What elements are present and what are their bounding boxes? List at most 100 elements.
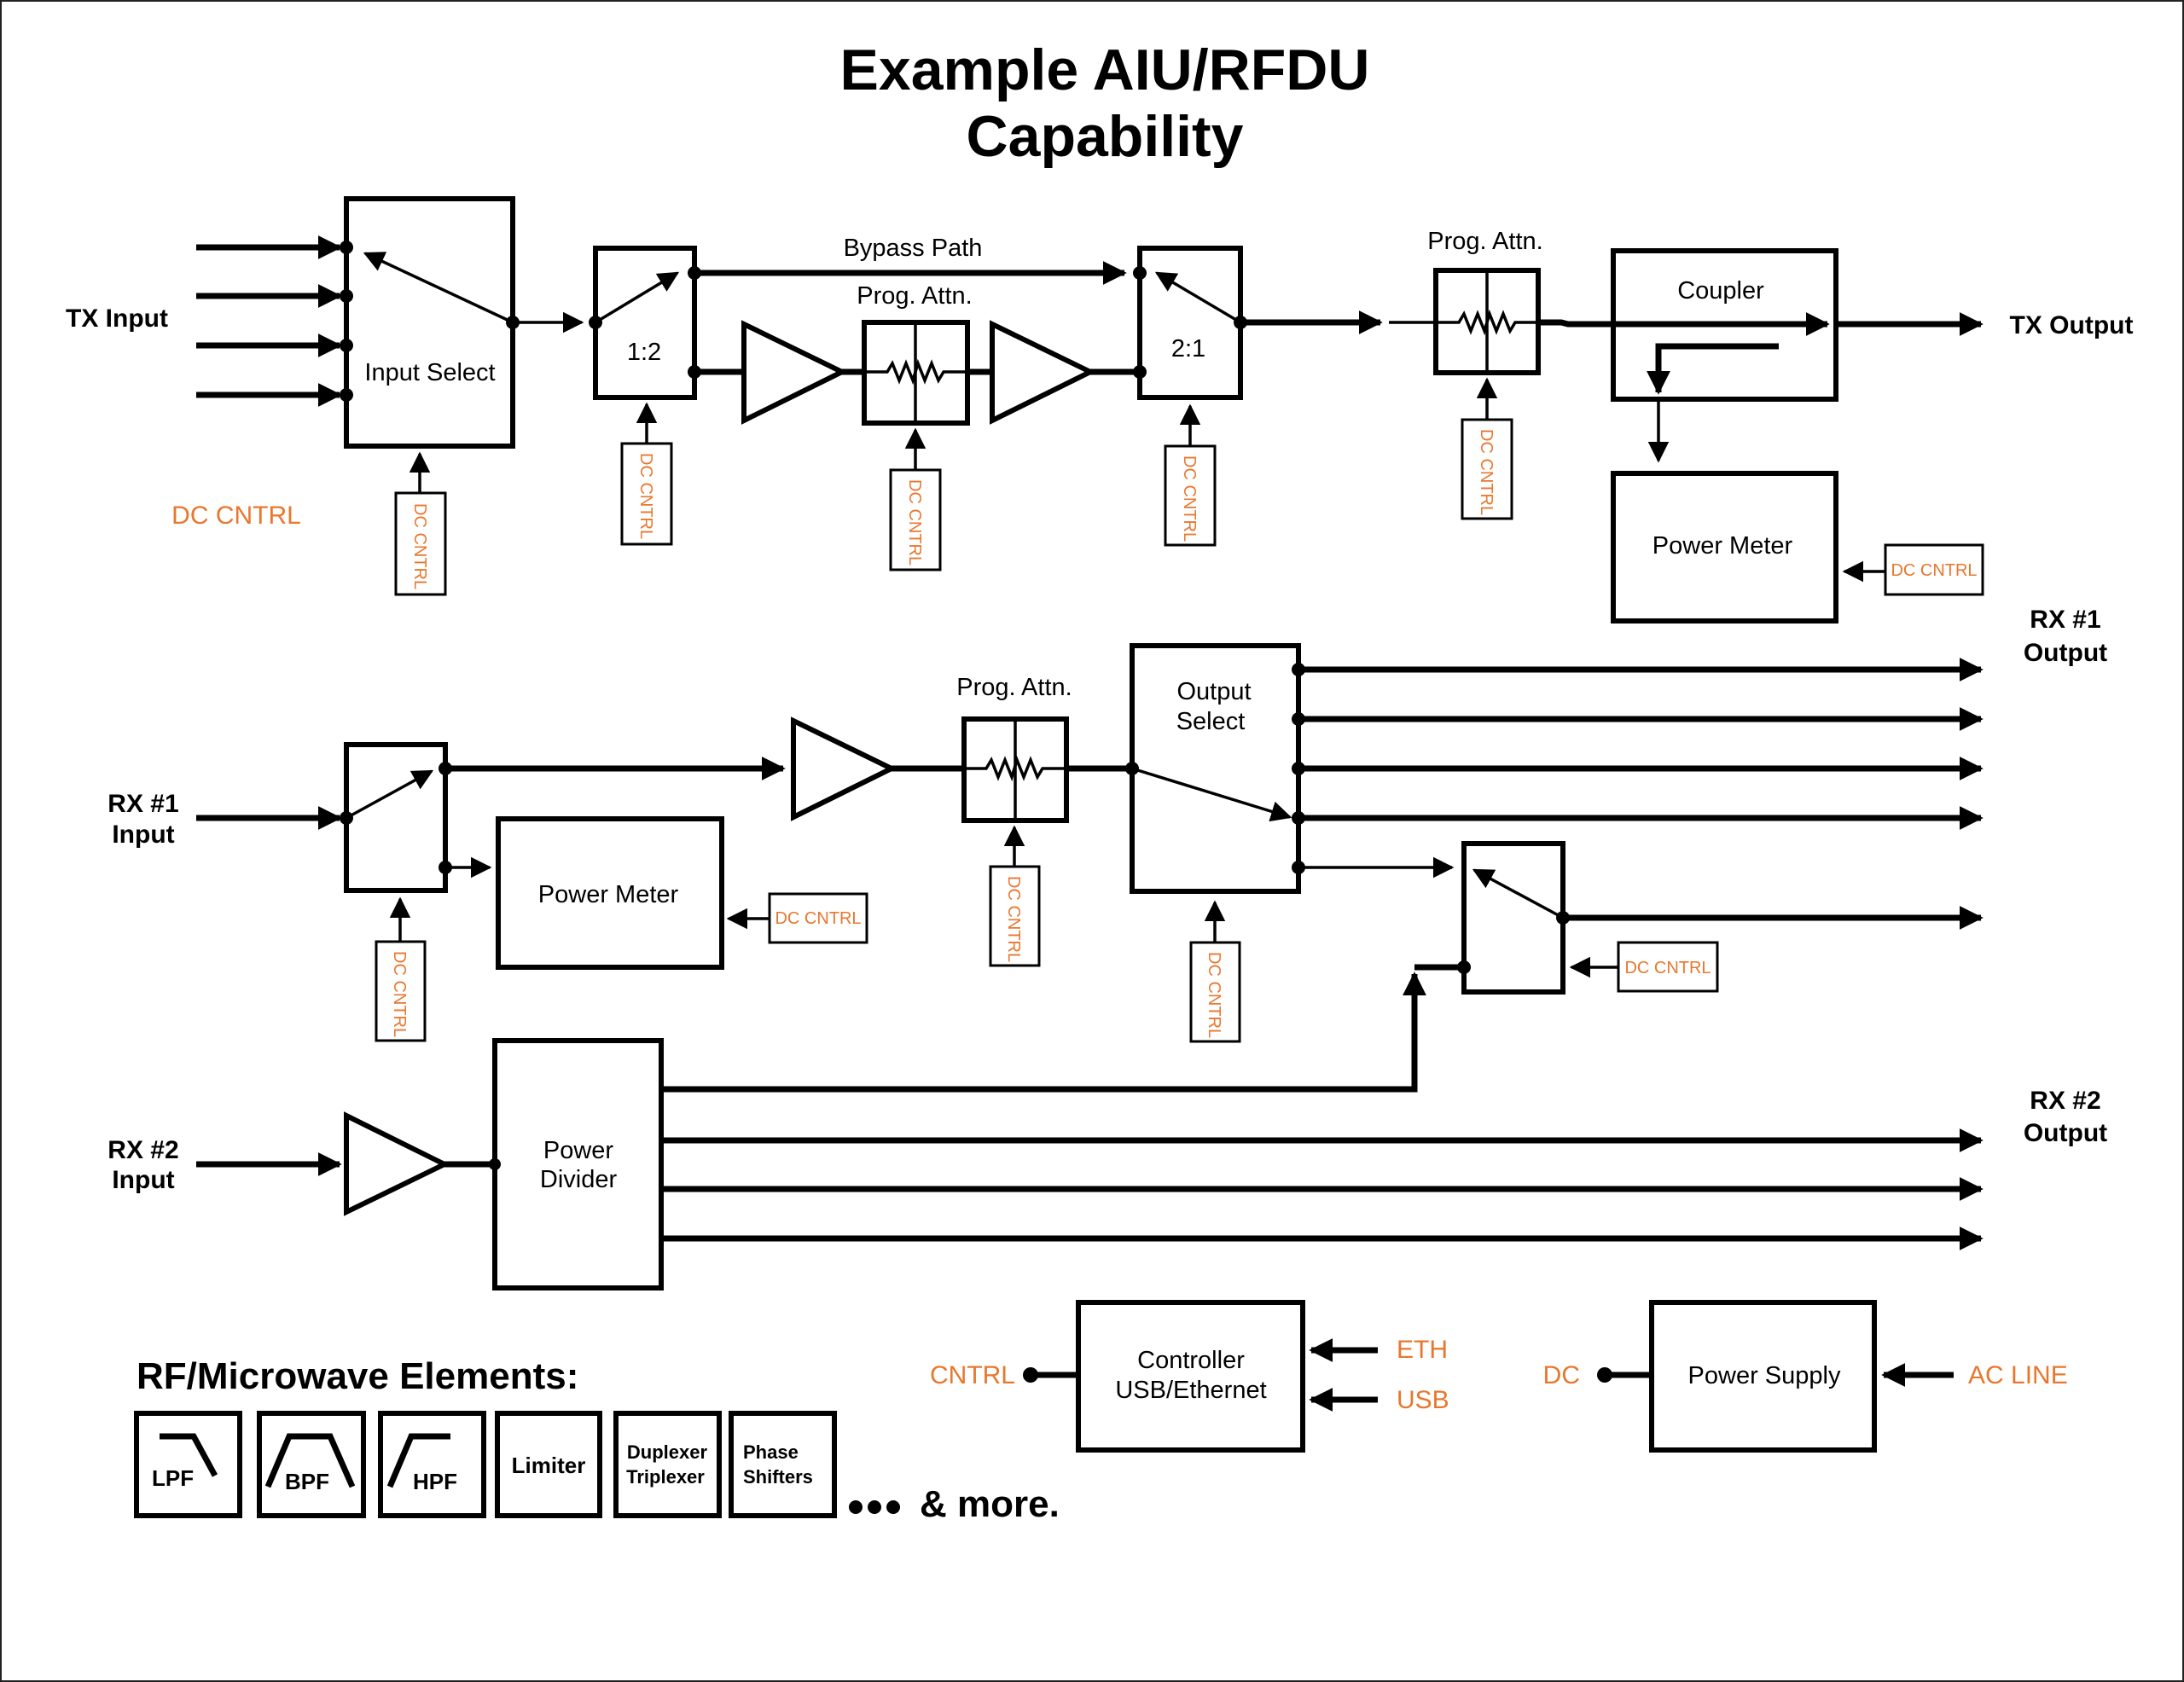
dc-cntrl-box: DC CNTRL: [726, 892, 868, 944]
combiner-label: 2:1: [1171, 335, 1205, 362]
tx-power-meter-block: Power Meter: [1611, 471, 1838, 624]
svg-text:HPF: HPF: [413, 1469, 457, 1494]
dc-cntrl-box: DC CNTRL: [620, 402, 673, 546]
bypass-path-label: Bypass Path: [844, 235, 983, 262]
lowpass-filter-icon: [160, 1433, 218, 1477]
rx1-output-label-2: Output: [2024, 639, 2107, 667]
elements-heading: RF/Microwave Elements:: [136, 1355, 578, 1397]
prog-attn-label: Prog. Attn.: [956, 674, 1072, 701]
amplifier-icon: [990, 320, 1096, 425]
svg-text:DC CNTRL: DC CNTRL: [636, 453, 655, 539]
power-supply-label: Power Supply: [1688, 1362, 1841, 1389]
amplifier-icon: [741, 320, 848, 425]
power-meter-label: Power Meter: [1653, 532, 1793, 560]
coupler-block: Coupler: [1538, 248, 1838, 402]
svg-text:Shifters: Shifters: [743, 1466, 813, 1488]
transfer-switch-block: [1457, 841, 1570, 995]
dc-cntrl-box: DC CNTRL: [1461, 377, 1513, 520]
divider-to-switch-line: [661, 972, 1426, 1093]
controller-label-2: USB/Ethernet: [1115, 1377, 1266, 1404]
dc-cntrl-box: DC CNTRL: [889, 427, 942, 571]
dc-cntrl-box: DC CNTRL: [1569, 941, 1719, 993]
dc-cntrl-box: DC CNTRL: [1189, 900, 1241, 1043]
eth-label: ETH: [1397, 1336, 1448, 1364]
input-select-label: Input Select: [364, 359, 495, 386]
rx1-power-meter-block: Power Meter: [496, 816, 724, 970]
dc-cntrl-box: DC CNTRL: [375, 896, 427, 1042]
output-select-block: Output Select: [1125, 643, 1305, 894]
prog-attenuator-block: [862, 320, 970, 426]
element-limiter: Limiter: [495, 1411, 602, 1518]
svg-text:LPF: LPF: [152, 1465, 194, 1491]
dc-cntrl-box: DC CNTRL: [1164, 403, 1217, 547]
svg-text:DC CNTRL: DC CNTRL: [1004, 876, 1023, 962]
resistor-icon: [864, 358, 967, 386]
usb-label: USB: [1397, 1386, 1449, 1414]
power-supply-block: Power Supply: [1649, 1300, 1877, 1453]
tx-input-arrows: [196, 235, 342, 407]
element-hpf: HPF: [378, 1411, 486, 1518]
more-ellipsis-icon: [849, 1500, 900, 1514]
ac-line-label: AC LINE: [1968, 1361, 2068, 1389]
svg-text:DC CNTRL: DC CNTRL: [1891, 561, 1977, 580]
element-bpf: BPF: [257, 1411, 366, 1518]
and-more-label: & more.: [920, 1483, 1060, 1525]
dc-cntrl-box: DC CNTRL: [1842, 543, 1984, 596]
element-lpf: LPF: [134, 1411, 242, 1518]
rx1-input-label-2: Input: [112, 821, 174, 849]
rx1-output-arrows: [1298, 658, 1984, 830]
power-meter-label: Power Meter: [538, 881, 679, 908]
resistor-icon: [964, 755, 1066, 782]
tx-input-label: TX Input: [66, 304, 168, 333]
controller-block: Controller USB/Ethernet: [1076, 1300, 1305, 1453]
tx-output-label: TX Output: [2010, 311, 2134, 339]
bandpass-filter-icon: [264, 1433, 356, 1488]
prog-attenuator-block: [961, 716, 1069, 823]
svg-text:Duplexer: Duplexer: [627, 1441, 708, 1463]
title-line-1: Example AIU/RFDU: [840, 38, 1370, 102]
highpass-filter-icon: [386, 1433, 450, 1488]
svg-text:Triplexer: Triplexer: [626, 1466, 705, 1488]
controller-label-1: Controller: [1137, 1347, 1245, 1374]
title-line-2: Capability: [967, 104, 1244, 169]
power-divider-label-1: Power: [543, 1137, 614, 1164]
rx1-switch-block: [340, 742, 452, 893]
prog-attn-label: Prog. Attn.: [1427, 228, 1542, 255]
svg-text:Limiter: Limiter: [512, 1453, 586, 1478]
power-divider-label-2: Divider: [540, 1166, 618, 1193]
resistor-icon: [1389, 309, 1538, 336]
cntrl-label: CNTRL: [930, 1361, 1015, 1389]
input-select-block: Input Select: [340, 196, 520, 449]
rx2-output-label-1: RX #2: [2030, 1087, 2100, 1115]
dc-output-label: DC: [1543, 1361, 1580, 1389]
coupler-label: Coupler: [1677, 277, 1764, 304]
rx2-input-label-2: Input: [112, 1166, 174, 1194]
splitter-1-2-block: 1:2: [589, 246, 701, 400]
rx2-output-arrows: [661, 1128, 1984, 1250]
svg-text:DC CNTRL: DC CNTRL: [390, 951, 409, 1037]
rx2-input-label-1: RX #2: [107, 1136, 178, 1164]
switch-arm-icon: [363, 252, 514, 324]
svg-text:DC CNTRL: DC CNTRL: [1477, 429, 1496, 515]
output-select-label-2: Select: [1176, 708, 1246, 735]
amplifier-icon: [344, 1111, 450, 1216]
amplifier-icon: [791, 716, 897, 821]
svg-text:DC CNTRL: DC CNTRL: [1205, 952, 1223, 1038]
svg-text:BPF: BPF: [285, 1469, 329, 1494]
dc-cntrl-box: DC CNTRL: [989, 825, 1041, 967]
svg-text:DC CNTRL: DC CNTRL: [775, 909, 861, 928]
element-phase-shifters: Phase Shifters: [729, 1411, 837, 1518]
prog-attn-label: Prog. Attn.: [857, 282, 972, 310]
dc-cntrl-legend-label: DC CNTRL: [171, 502, 301, 530]
element-duplexer-triplexer: Duplexer Triplexer: [613, 1411, 722, 1518]
rx1-output-label-1: RX #1: [2030, 606, 2100, 634]
rx1-input-label-1: RX #1: [107, 790, 178, 818]
output-select-label-1: Output: [1176, 678, 1251, 705]
svg-text:DC CNTRL: DC CNTRL: [905, 479, 924, 566]
power-divider-block: Power Divider: [489, 1038, 664, 1290]
svg-text:Phase: Phase: [743, 1441, 799, 1463]
rx2-output-label-2: Output: [2024, 1119, 2107, 1147]
prog-attenuator-block: [1389, 268, 1541, 375]
combiner-2-1-block: 2:1: [1133, 246, 1247, 400]
